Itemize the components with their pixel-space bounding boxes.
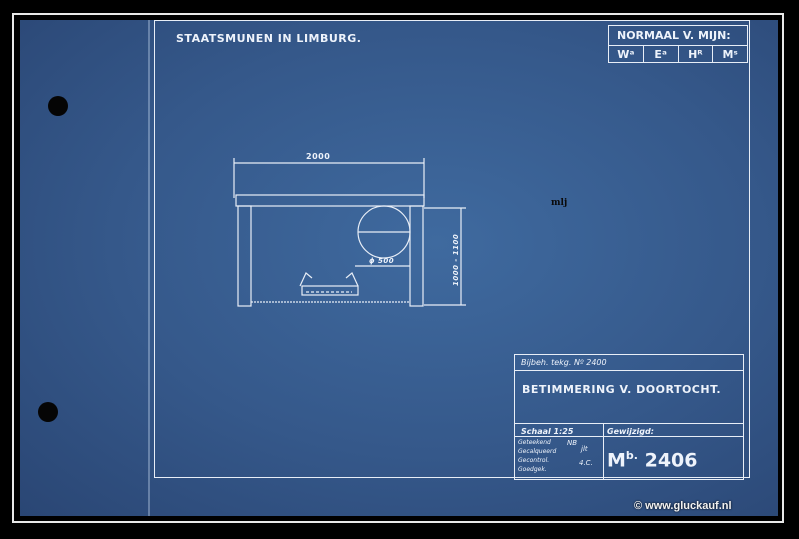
drawing-number: Mb. 2406 (607, 449, 698, 471)
height-dimension-label: 1000 - 1100 (452, 233, 460, 286)
drawing-number-value: 2406 (644, 449, 698, 472)
signature-1: NB (567, 439, 578, 447)
norm-cell-e: Eᵃ (644, 46, 679, 63)
left-post (237, 205, 252, 307)
role-checked: Gecontrol. (518, 457, 550, 464)
drawing-number-prefix: M (607, 449, 626, 472)
drawing-title: BETIMMERING V. DOORTOCHT. (522, 383, 722, 396)
norm-box: NORMAAL V. MIJN: Wᵃ Eᵃ Hᴿ Mˢ (608, 25, 748, 63)
top-beam (235, 194, 425, 207)
norm-cell-h: Hᴿ (679, 46, 714, 63)
rail-left-right (299, 272, 359, 287)
blueprint-sheet (20, 20, 778, 516)
punch-hole-top (48, 96, 68, 116)
copyright-watermark: © www.gluckauf.nl (634, 500, 732, 512)
signature-3: 4.C. (579, 459, 593, 467)
changed-label: Gewijzigd: (607, 427, 654, 436)
photo-border (12, 13, 784, 523)
tb-divider-3 (515, 436, 603, 437)
punch-hole-bottom (38, 402, 58, 422)
reference-drawing: Bijbeh. tekg. Nº 2400 (521, 358, 607, 367)
tb-divider-4 (603, 436, 743, 437)
signature-2: jlt (581, 445, 588, 453)
right-post (409, 205, 424, 307)
role-traced: Gecalqueerd (518, 448, 557, 455)
scale-label: Schaal 1:25 (521, 427, 574, 436)
norm-cells: Wᵃ Eᵃ Hᴿ Mˢ (609, 45, 747, 63)
norm-header: NORMAAL V. MIJN: (617, 29, 731, 42)
track-sleeper (301, 285, 359, 296)
title-block: Bijbeh. tekg. Nº 2400 BETIMMERING V. DOO… (514, 354, 744, 480)
role-approved: Goedgek. (518, 466, 547, 473)
header-title: STAATSMUNEN IN LIMBURG. (176, 32, 362, 45)
norm-cell-w: Wᵃ (609, 46, 644, 63)
tb-divider-1 (515, 370, 743, 371)
drawing-border (154, 20, 750, 478)
stamp-text: mlj (551, 198, 568, 208)
width-dimension-label: 2000 (306, 152, 331, 161)
tb-vertical-1 (603, 423, 604, 479)
tb-divider-2 (515, 423, 743, 424)
binding-fold (148, 20, 150, 516)
role-drawn: Geteekend (518, 439, 551, 446)
norm-cell-m: Mˢ (722, 48, 738, 61)
drawing-number-sup: b. (625, 449, 638, 462)
pipe-diameter-label: ɸ 500 (369, 257, 395, 265)
